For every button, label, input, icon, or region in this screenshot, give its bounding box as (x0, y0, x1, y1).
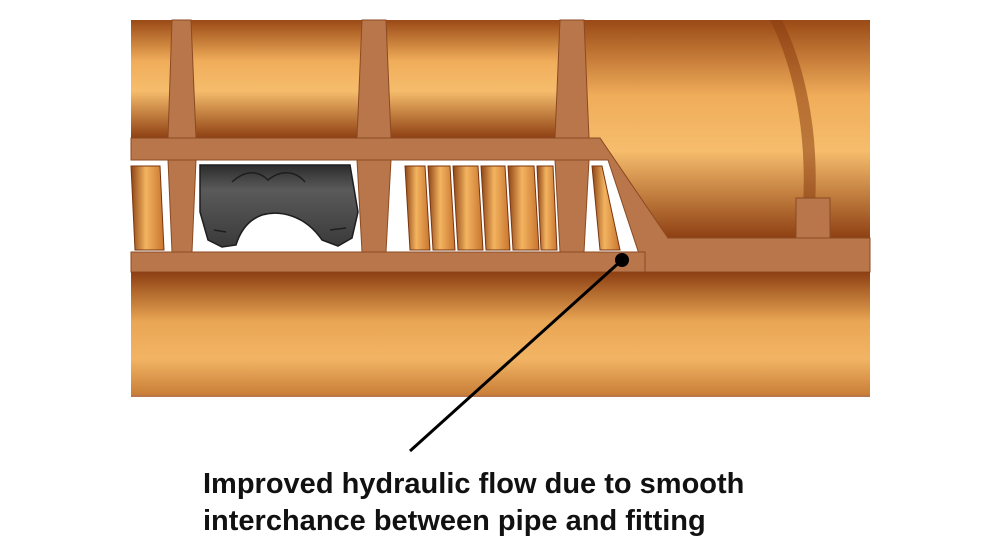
callout-dot (615, 253, 629, 267)
fitting-bell (583, 20, 870, 238)
callout-line-2: interchance between pipe and fitting (203, 505, 706, 537)
pipe-bottom-body (131, 272, 870, 396)
upper-corrugations (131, 20, 562, 138)
pipe-wall (130, 19, 871, 273)
callout-text: Improved hydraulic flow due to smooth in… (203, 466, 903, 540)
callout-leader (408, 253, 629, 453)
gasket (199, 164, 359, 248)
callout-line-1: Improved hydraulic flow due to smooth (203, 468, 745, 500)
inner-ribs (130, 165, 621, 251)
